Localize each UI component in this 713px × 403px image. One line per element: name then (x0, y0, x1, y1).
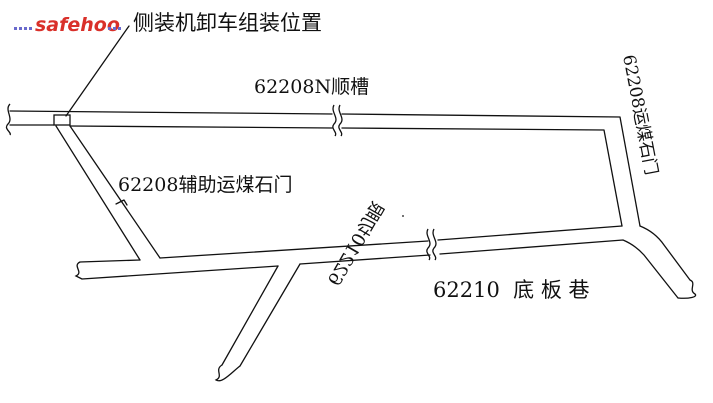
assembly-leader-line (65, 25, 130, 117)
assembly-position-label: 侧装机卸车组装位置 (133, 11, 322, 35)
left-end-break (5, 103, 11, 136)
cut-roadway-label: 62210切眼 (323, 198, 388, 289)
assembly-position-box (53, 114, 71, 126)
watermark-logo: safehoo (14, 14, 121, 36)
right-roadway-label: 62208运煤石门 (618, 53, 661, 177)
floor-break-mark (426, 228, 437, 261)
floor-roadway-label: 62210 底 板 巷 (433, 278, 590, 302)
upper-roadway (9, 110, 641, 227)
aux-crosscut (55, 125, 161, 261)
stray-dot (402, 215, 404, 217)
upper-roadway-label: 62208N顺槽 (254, 76, 369, 98)
aux-crosscut-label: 62208辅助运煤石门 (118, 174, 292, 196)
floor-left-end (74, 261, 83, 280)
watermark-text: safehoo (35, 14, 120, 36)
cut-roadway (221, 263, 301, 367)
logo-dots-right (108, 27, 121, 30)
cut-roadway-end (214, 364, 241, 382)
right-end-break (677, 279, 697, 299)
logo-dots-left (14, 27, 32, 30)
floor-roadway (79, 225, 691, 299)
upper-break-mark (332, 104, 343, 137)
